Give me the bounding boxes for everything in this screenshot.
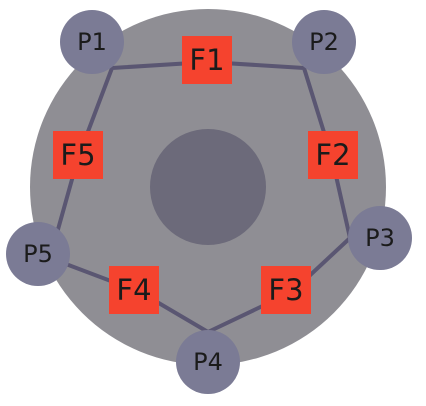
table-center bbox=[150, 129, 266, 245]
philosopher-node bbox=[292, 10, 356, 74]
fork-f2: F2 bbox=[308, 131, 358, 179]
philosopher-label: P4 bbox=[193, 348, 223, 376]
fork-f4: F4 bbox=[109, 266, 159, 314]
fork-f3: F3 bbox=[261, 266, 311, 314]
philosopher-p1: P1 bbox=[60, 10, 124, 74]
philosopher-label: P3 bbox=[365, 224, 395, 252]
fork-f1: F1 bbox=[182, 36, 232, 84]
fork-node bbox=[308, 131, 358, 179]
fork-label: F5 bbox=[60, 138, 95, 172]
philosopher-node bbox=[6, 222, 70, 286]
fork-label: F2 bbox=[315, 138, 350, 172]
fork-label: F3 bbox=[268, 273, 303, 307]
fork-node bbox=[261, 266, 311, 314]
philosopher-p3: P3 bbox=[348, 206, 412, 270]
philosopher-label: P2 bbox=[309, 28, 339, 56]
fork-node bbox=[53, 131, 103, 179]
philosopher-node bbox=[348, 206, 412, 270]
philosopher-label: P5 bbox=[23, 240, 53, 268]
fork-f5: F5 bbox=[53, 131, 103, 179]
fork-node bbox=[109, 266, 159, 314]
philosopher-p5: P5 bbox=[6, 222, 70, 286]
fork-node bbox=[182, 36, 232, 84]
philosopher-node bbox=[60, 10, 124, 74]
fork-label: F1 bbox=[189, 43, 224, 77]
fork-label: F4 bbox=[116, 273, 151, 307]
philosopher-p2: P2 bbox=[292, 10, 356, 74]
philosopher-label: P1 bbox=[77, 28, 107, 56]
philosopher-node bbox=[176, 330, 240, 394]
philosopher-p4: P4 bbox=[176, 330, 240, 394]
